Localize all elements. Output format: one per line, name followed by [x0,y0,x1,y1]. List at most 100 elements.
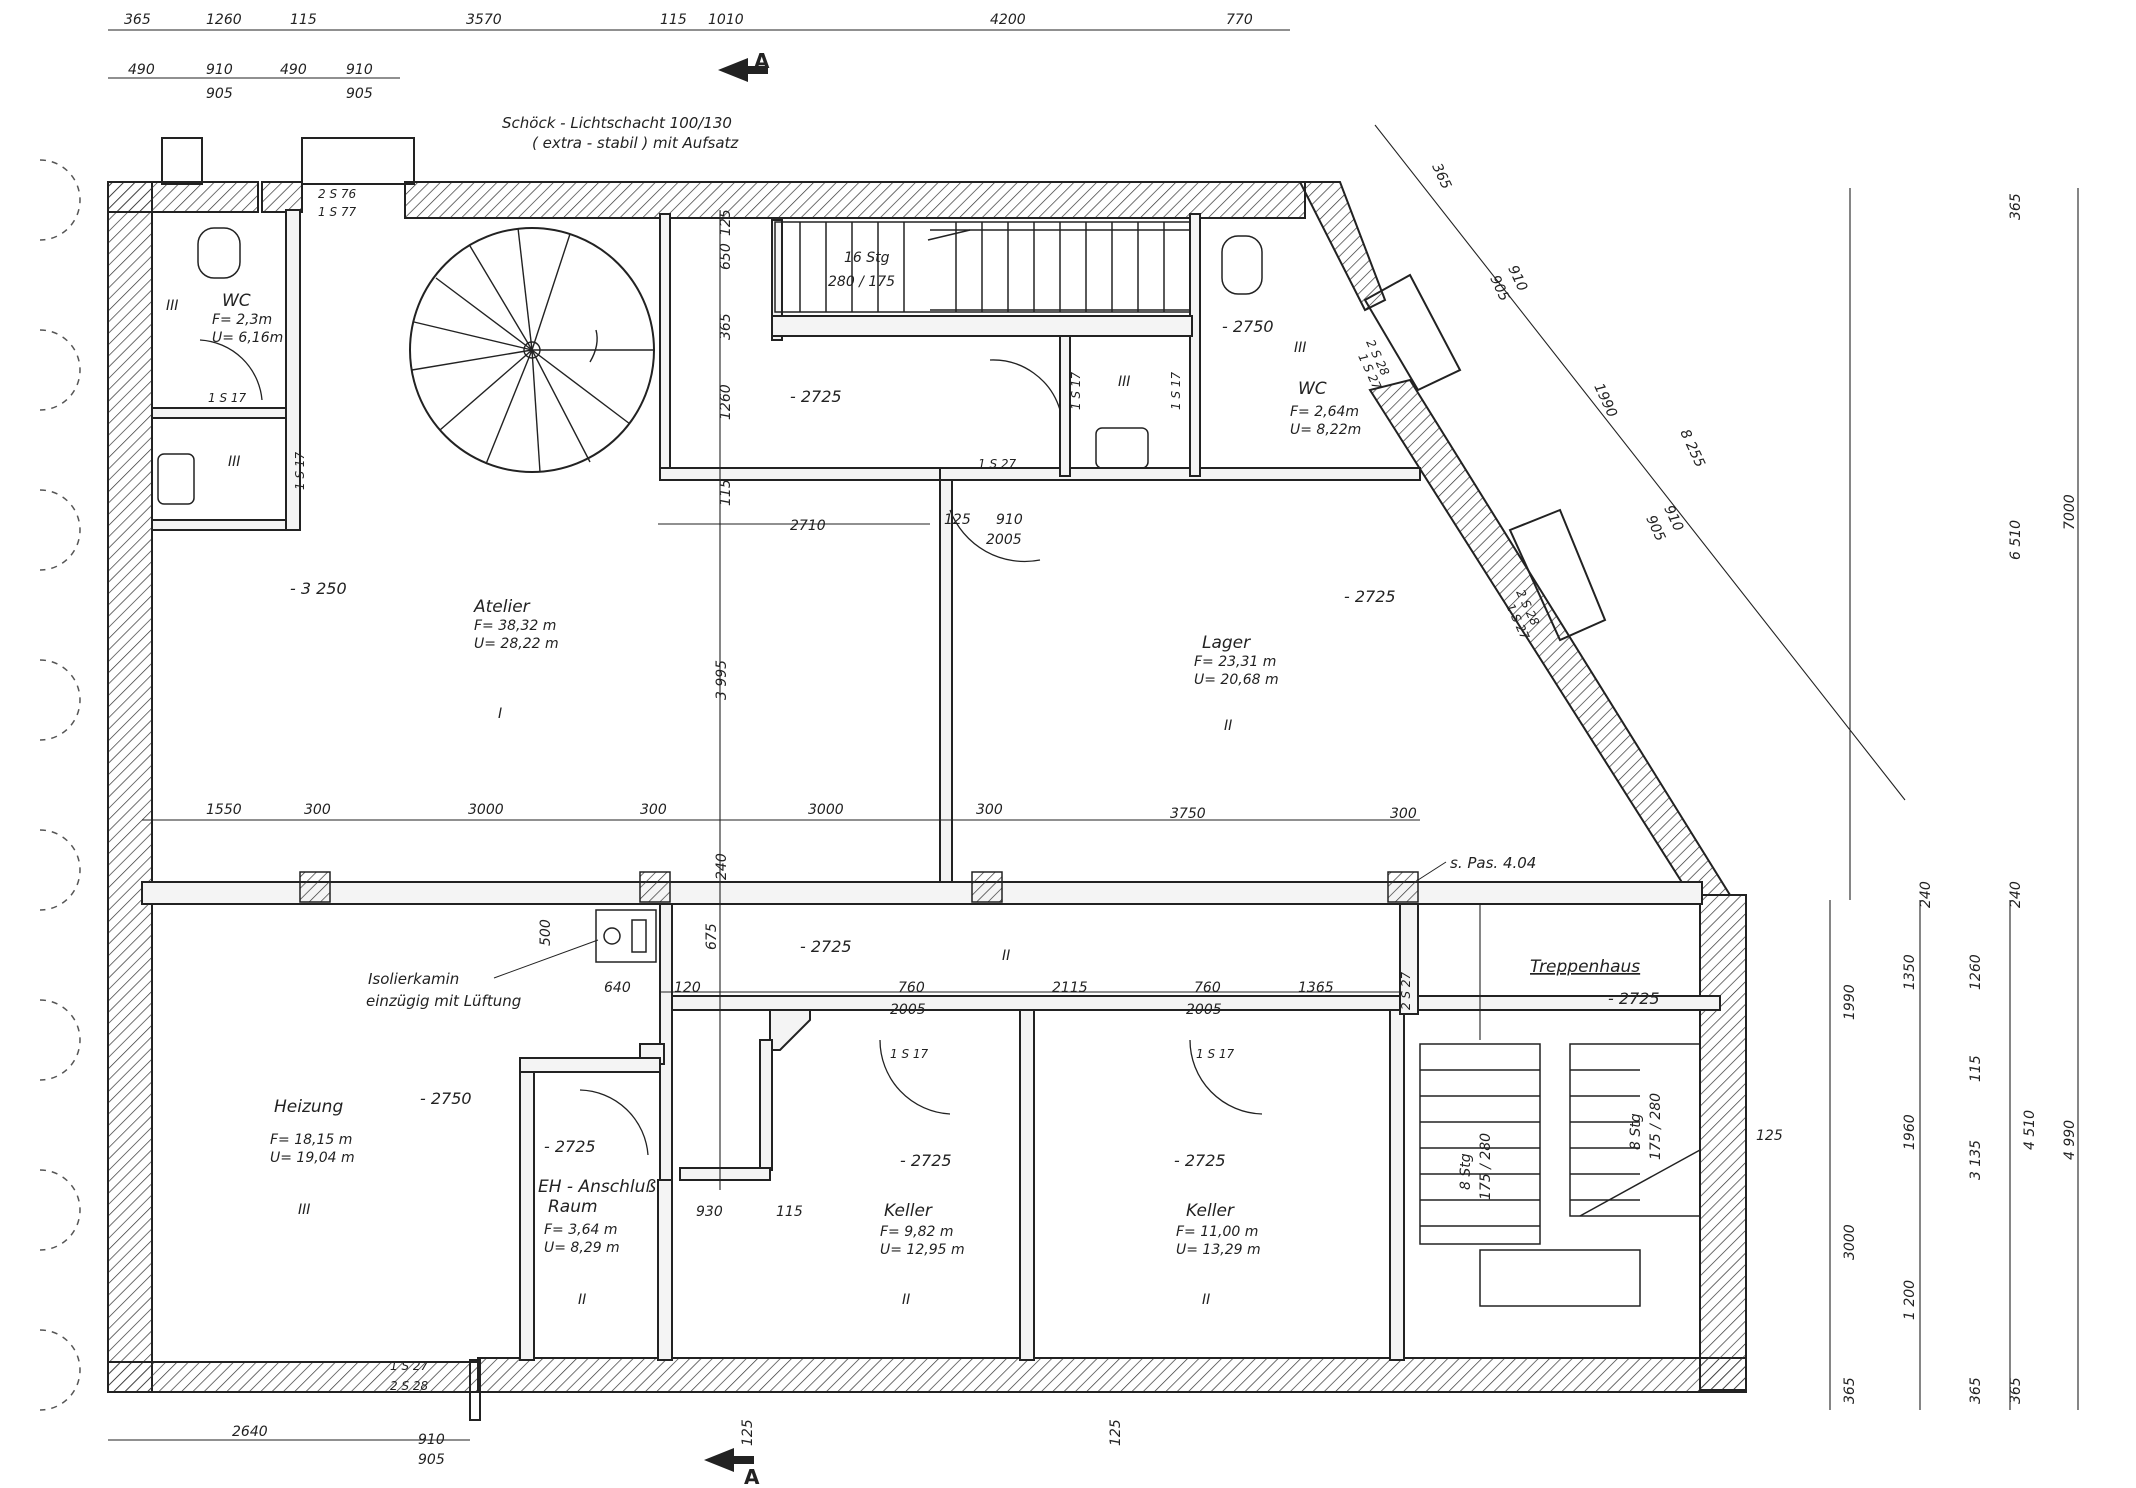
exterior-walls [107,181,1747,1393]
dim-row3-1: 905 [206,86,233,102]
dim: 3 135 [1968,1140,1984,1180]
room-perimeter: U= 8,29 m [544,1240,620,1256]
corridor: - 2725 II [800,937,1010,964]
room-wc-top-right: III WC F= 2,64m U= 8,22m - 2750 [1222,317,1361,438]
dim: 675 [704,923,720,950]
dim-row3-2: 905 [346,86,373,102]
door-code: 1 S 17 [293,451,307,490]
room-level: - 2725 [900,1151,952,1170]
dim-top-6: 1010 [708,12,744,28]
dim: 125 [1108,1419,1124,1446]
inner-dims-upper: 1550 300 3000 300 3000 300 3750 300 [206,802,1417,822]
dim: 120 [674,980,701,996]
lightwell-note-1: Schöck - Lichtschacht 100/130 [502,114,732,132]
door-code: 1 S 27 [390,1359,429,1373]
dim: 2005 [890,1002,926,1018]
dim: 2005 [986,532,1022,548]
dim: 500 [538,919,554,946]
room-number: III [298,1202,310,1218]
dim: 125 [944,512,971,528]
room-area: F= 3,64 m [544,1222,618,1238]
room-name: Atelier [473,597,531,617]
dim: 300 [640,802,667,818]
room-number: II [902,1292,910,1308]
dim: 2710 [790,518,826,534]
chimney-note-2: einzügig mit Lüftung [366,992,521,1010]
room-atelier: - 3 250 Atelier F= 38,32 m U= 28,22 m I [290,579,559,722]
dim: 300 [1390,806,1417,822]
fixtures [157,227,1263,963]
dim: 1350 [1902,954,1918,990]
room-area: F= 2,64m [1290,404,1359,420]
room-lager: - 2725 Lager F= 23,31 m U= 20,68 m II [1194,587,1396,734]
dim-top-8: 770 [1226,12,1253,28]
door-code: 1 S 17 [890,1047,929,1061]
lightwells [161,137,1607,1421]
room-perimeter: U= 8,22m [1290,422,1361,438]
dim: 240 [1918,881,1934,908]
dim: 365 [1968,1377,1984,1404]
reference-leader [1417,861,1447,881]
dim: 2640 [232,1424,268,1440]
stair-b-steps: 8 Stg [1628,1113,1644,1150]
room-name: WC [222,291,251,311]
dim: 4 510 [2022,1110,2038,1150]
door-code: 2 S 76 [318,187,357,201]
room-number: II [1224,718,1232,734]
dimension-lines [108,29,2079,1441]
lightwell-note-2: ( extra - stabil ) mit Aufsatz [532,134,739,152]
hall-top-level: - 2725 [790,387,842,406]
door-codes: 1 S 17 1 S 17 1 S 17 1 S 17 1 S 27 1 S 1… [208,187,1542,1393]
stair-top-labels: 16 Stg 280 / 175 [828,250,895,290]
room-level: - 2725 [800,937,852,956]
right-dims-lower: 240 1990 1350 1260 115 1960 3000 3 135 4… [1756,881,2078,1404]
door-code: 1 S 17 [208,391,247,405]
dim: 1260 [1968,954,1984,990]
top-dimensions: 365 1260 115 3570 115 1010 4200 770 490 … [124,12,1253,102]
dim-top-4: 3570 [466,12,502,28]
dim: 125 [740,1419,756,1446]
binder-holes [39,159,81,1411]
room-eh-anschluss: - 2725 EH - Anschluß Raum F= 3,64 m U= 8… [538,1137,656,1308]
room-name: Treppenhaus [1530,957,1640,977]
dim: 240 [714,853,730,880]
dim: 125 [718,209,734,236]
dim-row2-3: 490 [280,62,307,78]
dim: 1990 [1590,381,1620,420]
dim-top-2: 1260 [206,12,242,28]
door-code: 2 S 27 [1399,971,1413,1010]
room-number: II [1202,1292,1210,1308]
room-wc-top-left: III WC F= 2,3m U= 6,16m [166,291,283,346]
dim: 8 255 [1676,427,1707,470]
room-name-2: Raum [548,1197,598,1217]
dim: 1365 [1298,980,1334,996]
lower-dims: 930 115 640 120 500 [538,919,803,1220]
inner-dims-misc: 2710 125 910 2005 3 995 1260 365 650 125… [704,209,1023,950]
room-level: - 2725 [1344,587,1396,606]
room-number: III [166,298,178,314]
door-code: 1 S 17 [1169,371,1183,410]
room-area: F= 11,00 m [1176,1224,1258,1240]
pillars [299,871,1419,903]
room-name: Lager [1202,633,1251,653]
dim: 240 [2008,881,2024,908]
section-arrows [704,58,768,1472]
dim: 1 200 [1902,1280,1918,1320]
dim: 2005 [1186,1002,1222,1018]
room-level: - 2750 [420,1089,472,1108]
room-keller-1: - 2725 Keller F= 9,82 m U= 12,95 m II [880,1151,965,1308]
dim: 6 510 [2008,520,2024,560]
dim: 300 [304,802,331,818]
dim-row2-1: 490 [128,62,155,78]
door-swings [199,339,1263,1156]
dim: 1550 [206,802,242,818]
stair-right [1419,1043,1701,1307]
room-number: I [498,706,502,722]
small-room-number-2: III [228,454,240,470]
room-level: - 2725 [544,1137,596,1156]
dim: 115 [1968,1055,1984,1082]
room-number: II [1002,948,1010,964]
room-name: Heizung [274,1097,343,1117]
room-level: - 2725 [1608,989,1660,1008]
